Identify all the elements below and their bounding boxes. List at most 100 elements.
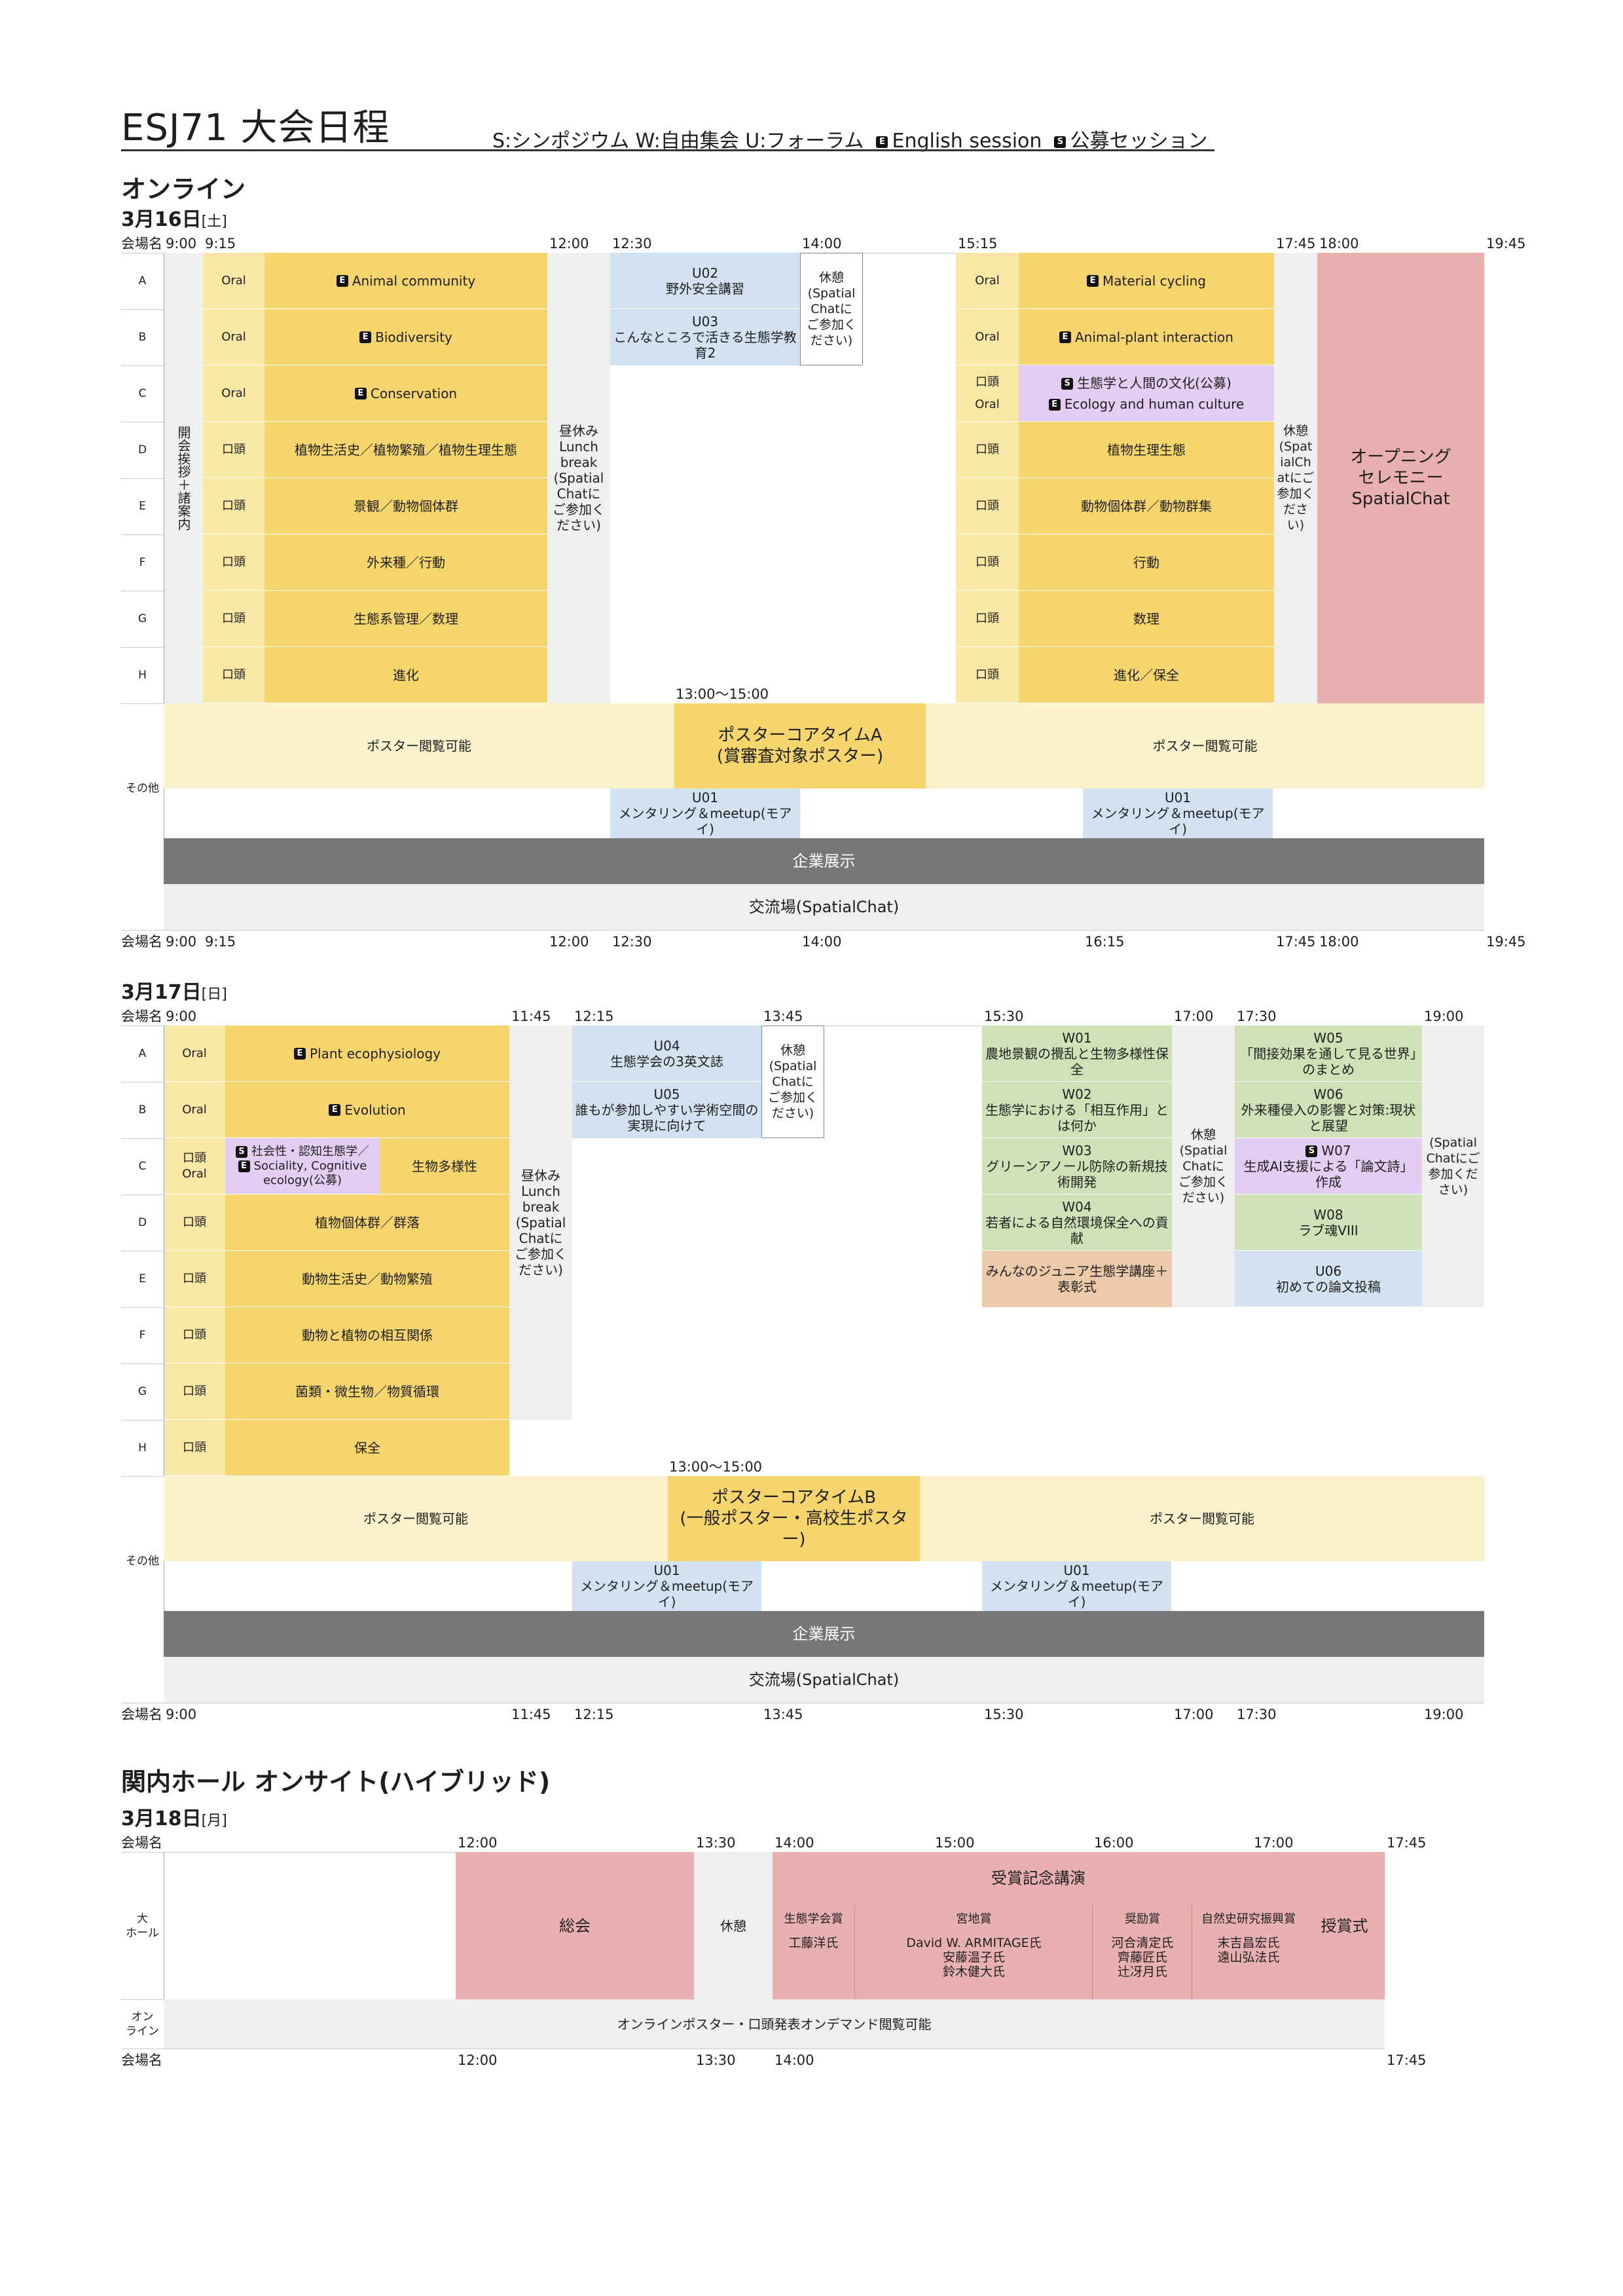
type-text: Oral (182, 1166, 207, 1181)
session-title: Evolution (344, 1102, 406, 1118)
session-title: 生態系管理／数理 (354, 610, 458, 627)
title-underline (121, 149, 1214, 151)
time-label: 12:00 (549, 236, 589, 251)
symposium-badge-icon: S (236, 1145, 247, 1158)
spatialchat-note-line: さい) (1438, 1183, 1468, 1197)
grid-line (121, 2048, 1385, 2049)
time-label: 11:45 (511, 1009, 551, 1024)
workshop-row: ラブ魂VIII (1298, 1223, 1358, 1238)
english-badge-icon: E (293, 1047, 306, 1060)
date-text: 3月17日 (121, 981, 202, 1004)
session-title: 動物と植物の相互関係 (302, 1327, 433, 1343)
forum-text: U05 (653, 1086, 680, 1102)
company-exhibit: 企業展示 (164, 838, 1484, 884)
type-text: 口頭 (183, 1215, 206, 1229)
award-column: 生態学会賞工藤洋氏 (773, 1904, 854, 1999)
session-title: 生態学と人間の文化(公募) (1077, 375, 1231, 391)
session-title: 植物個体群／群落 (315, 1214, 420, 1231)
online-heading: オンライン (121, 175, 246, 204)
symposium-badge-icon: S (1054, 136, 1067, 148)
workshop-row: W06 (1313, 1086, 1343, 1102)
legend-english: English session (892, 130, 1042, 153)
session-title: 行動 (1133, 554, 1159, 570)
time-label: 15:30 (984, 1009, 1024, 1024)
forum-text: メンタリング＆meetup(モアイ) (989, 1578, 1164, 1610)
forum-text: 生態学会の3英文誌 (610, 1053, 723, 1069)
workshop-row: 初めての論文投稿 (1276, 1279, 1381, 1295)
time-label: 9:00 (166, 236, 197, 251)
session-block: 景観／動物個体群 (264, 478, 547, 534)
session-type: 口頭 (164, 1307, 225, 1363)
english-badge-icon: E (1087, 274, 1099, 287)
break-2-line: ialCh (1280, 455, 1311, 470)
grid-line (121, 1082, 164, 1083)
session-block: 植物個体群／群落 (225, 1194, 509, 1250)
venue-label: 会場名 (121, 934, 162, 950)
session-block: 数理 (1019, 591, 1274, 646)
workshop-text: W08 (1313, 1206, 1343, 1223)
workshop-text: 生成AI支援による「論文詩」作成 (1243, 1158, 1413, 1190)
workshop-text: ラブ魂VIII (1298, 1222, 1359, 1238)
time-label: 14:00 (802, 236, 842, 251)
break-2-line: 休憩 (1283, 424, 1308, 438)
poster-core-a-line: ポスターコアタイムA (718, 726, 883, 745)
time-label: 14:00 (775, 2052, 814, 2068)
workshop-text: W04 (1062, 1198, 1092, 1215)
day1-date: 3月16日[土] (121, 208, 227, 231)
session-block: 菌類・微生物／物質循環 (225, 1363, 509, 1419)
time-label: 12:15 (574, 1707, 614, 1722)
workshop-text: 農地景観の攪乱と生物多様性保全 (985, 1045, 1169, 1077)
time-label: 18:00 (1319, 934, 1359, 950)
poster-core-b-line: (一般ポスター・高校生ポスター) (680, 1509, 908, 1549)
company-exhibit: 企業展示 (164, 1611, 1484, 1657)
session-type: Oral (164, 1082, 225, 1138)
time-label: 12:30 (612, 236, 652, 251)
type-text: 口頭 (976, 555, 999, 569)
room-label: A (138, 274, 147, 287)
award-person: 河合清定氏 (1111, 1936, 1174, 1950)
session-title: Sociality, Cognitive ecology(公募) (253, 1158, 367, 1187)
award-people: 河合清定氏齊藤匠氏辻冴月氏 (1093, 1935, 1192, 1993)
online-label: オンライン (121, 1999, 164, 2048)
session-type: 口頭 (203, 647, 264, 703)
opening-ceremony-line: セレモニー (1358, 468, 1444, 488)
english-badge-icon: E (336, 274, 348, 287)
room-label: D (137, 443, 147, 456)
room-label: F (139, 1329, 146, 1342)
break-2-line: (Spatial (1179, 1143, 1228, 1158)
spatialchat-note-line: 参加くだ (1428, 1167, 1478, 1181)
time-label: 17:00 (1174, 1707, 1214, 1722)
session-type: Oral (203, 309, 264, 365)
award-name: 奨励賞 (1125, 1912, 1160, 1926)
english-badge-icon: E (238, 1160, 250, 1172)
type-text: Oral (975, 273, 1000, 287)
session-type: 口頭 (164, 1420, 225, 1475)
grid-line (121, 478, 164, 479)
session-title: 社会性・認知生態学／ (251, 1144, 369, 1158)
english-badge-icon: E (1048, 399, 1061, 411)
session-title: 外来種／行動 (367, 554, 445, 570)
award-person: 辻冴月氏 (1117, 1965, 1167, 1979)
session-type: 口頭 (956, 478, 1019, 534)
workshop-text: 若者による自然環境保全への貢献 (985, 1214, 1169, 1246)
spatialchat-note-line: (Spatial (1429, 1136, 1477, 1150)
award-people: David W. ARMITAGE氏安藤温子氏鈴木健大氏 (855, 1935, 1093, 1993)
poster-core-b-line: ポスターコアタイムB (711, 1488, 877, 1508)
day3-date: 3月18日[月] (121, 1802, 227, 1831)
dow-text: [日] (201, 986, 227, 1003)
break-2-line: 参加く (1277, 487, 1315, 501)
room-label: G (137, 612, 147, 625)
type-text: Oral (182, 1102, 207, 1117)
